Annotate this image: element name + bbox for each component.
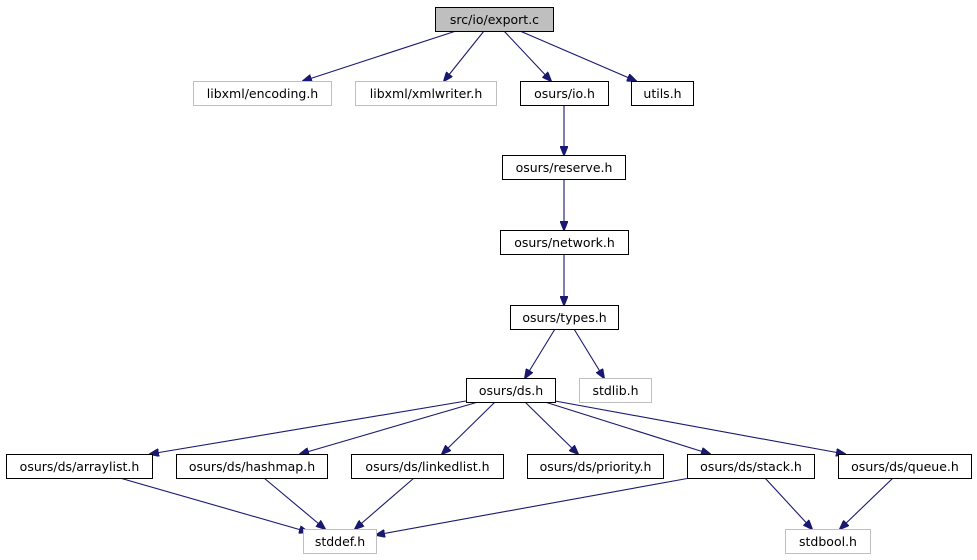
node-box-stdbool	[785, 529, 871, 554]
node-box-network	[500, 230, 629, 255]
edge-export_c-to-xmlwriter	[444, 30, 485, 81]
node-box-ds	[466, 378, 556, 403]
node-label-io: osurs/io.h	[534, 86, 595, 101]
node-box-io	[520, 81, 609, 106]
node-xmlwriter: libxml/xmlwriter.h	[355, 81, 497, 106]
edge-arraylist-to-stddef	[119, 477, 308, 532]
node-export_c[interactable]: src/io/export.c	[435, 7, 554, 32]
nodes-layer: src/io/export.c libxml/encoding.h libxml/x…	[6, 7, 972, 554]
node-label-export_c: src/io/export.c	[450, 12, 539, 27]
node-label-stdbool: stdbool.h	[799, 534, 857, 549]
edge-ds-to-stack	[544, 401, 710, 454]
node-label-xmlwriter: libxml/xmlwriter.h	[370, 86, 483, 101]
edge-queue-to-stdbool	[840, 477, 894, 529]
node-box-hashmap	[176, 454, 328, 479]
node-box-utils	[631, 81, 694, 106]
node-box-stdlib	[579, 378, 652, 403]
node-reserve[interactable]: osurs/reserve.h	[502, 155, 626, 180]
edge-stack-to-stdbool	[764, 477, 812, 529]
node-hashmap[interactable]: osurs/ds/hashmap.h	[176, 454, 328, 479]
node-label-types: osurs/types.h	[522, 310, 606, 325]
edge-ds-to-priority	[524, 401, 578, 454]
node-label-priority: osurs/ds/priority.h	[540, 459, 652, 474]
node-box-queue	[838, 454, 972, 479]
node-box-types	[510, 305, 619, 330]
node-label-arraylist: osurs/ds/arraylist.h	[20, 459, 140, 474]
node-stdbool: stdbool.h	[785, 529, 871, 554]
node-label-ds: osurs/ds.h	[479, 383, 543, 398]
edge-hashmap-to-stddef	[263, 477, 325, 529]
edge-stack-to-stddef	[376, 477, 691, 535]
node-label-queue: osurs/ds/queue.h	[851, 459, 959, 474]
node-box-xmlwriter	[355, 81, 497, 106]
node-label-linkedlist: osurs/ds/linkedlist.h	[365, 459, 489, 474]
node-box-stddef	[303, 529, 377, 554]
edge-linkedlist-to-stddef	[355, 477, 415, 529]
edge-ds-to-linkedlist	[442, 401, 496, 454]
node-box-export_c	[435, 7, 554, 32]
node-label-stddef: stddef.h	[315, 534, 365, 549]
node-label-stdlib: stdlib.h	[592, 383, 638, 398]
edges-layer	[119, 30, 894, 535]
edge-ds-to-arraylist	[150, 400, 467, 454]
node-label-reserve: osurs/reserve.h	[516, 160, 613, 175]
node-network[interactable]: osurs/network.h	[500, 230, 629, 255]
node-stdlib: stdlib.h	[579, 378, 652, 403]
node-box-arraylist	[6, 454, 153, 479]
edge-export_c-to-io	[503, 30, 551, 81]
node-box-priority	[527, 454, 664, 479]
node-utils[interactable]: utils.h	[631, 81, 694, 106]
node-stack[interactable]: osurs/ds/stack.h	[687, 454, 815, 479]
node-box-reserve	[502, 155, 626, 180]
node-types[interactable]: osurs/types.h	[510, 305, 619, 330]
node-label-utils: utils.h	[643, 86, 681, 101]
edge-export_c-to-encoding	[303, 30, 457, 81]
edge-export_c-to-utils	[519, 30, 636, 81]
edge-ds-to-queue	[554, 400, 845, 454]
edge-ds-to-hashmap	[300, 401, 479, 454]
node-box-encoding	[193, 81, 332, 106]
node-linkedlist[interactable]: osurs/ds/linkedlist.h	[351, 454, 504, 479]
node-label-encoding: libxml/encoding.h	[207, 86, 318, 101]
node-label-hashmap: osurs/ds/hashmap.h	[189, 459, 315, 474]
node-encoding: libxml/encoding.h	[193, 81, 332, 106]
node-arraylist[interactable]: osurs/ds/arraylist.h	[6, 454, 153, 479]
node-box-stack	[687, 454, 815, 479]
node-label-network: osurs/network.h	[514, 235, 615, 250]
node-ds[interactable]: osurs/ds.h	[466, 378, 556, 403]
edge-types-to-stdlib	[573, 328, 604, 378]
node-io[interactable]: osurs/io.h	[520, 81, 609, 106]
node-priority[interactable]: osurs/ds/priority.h	[527, 454, 664, 479]
edge-types-to-ds	[525, 328, 556, 378]
node-queue[interactable]: osurs/ds/queue.h	[838, 454, 972, 479]
node-stddef: stddef.h	[303, 529, 377, 554]
node-box-linkedlist	[351, 454, 504, 479]
node-label-stack: osurs/ds/stack.h	[700, 459, 802, 474]
